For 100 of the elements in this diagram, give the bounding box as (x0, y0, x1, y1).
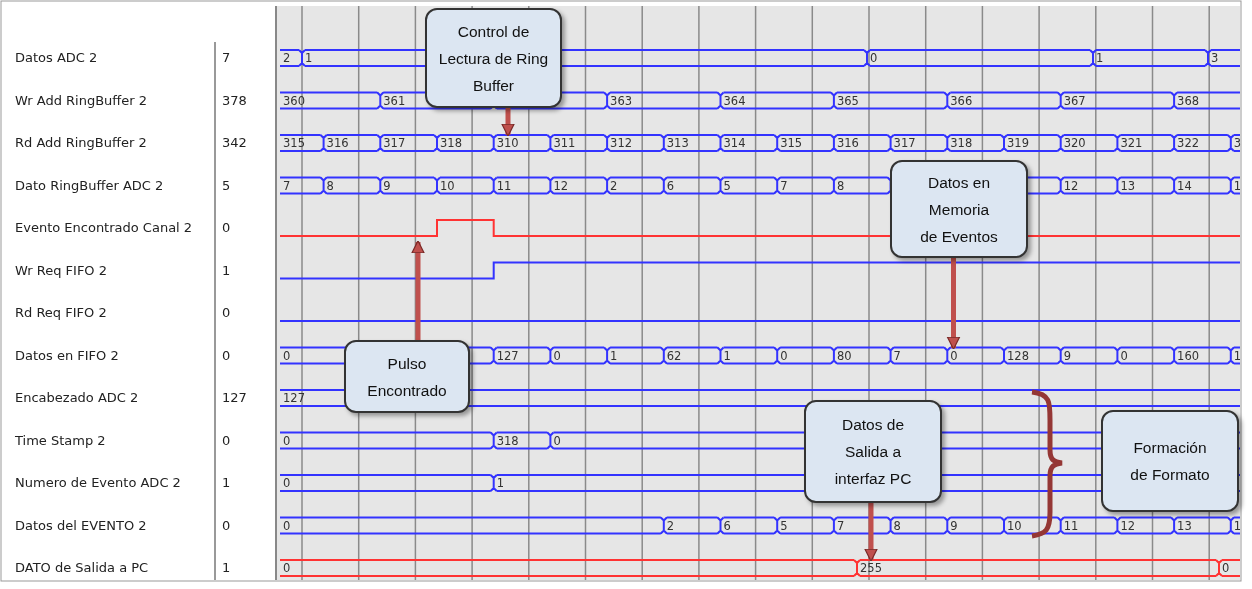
signal-value: 0 (222, 220, 231, 236)
signal-value: 7 (222, 50, 231, 66)
bus-value: 9 (383, 178, 391, 193)
signal-name: DATO de Salida a PC (15, 560, 149, 576)
bus-value: 313 (666, 136, 689, 150)
bus-value: 367 (1063, 93, 1086, 108)
signal-value: 0 (222, 432, 231, 449)
signal-name: Rd Req FIFO 2 (15, 305, 107, 321)
bus-value: 7 (893, 348, 901, 363)
bus-value: 7 (836, 518, 845, 533)
bus-value: 9 (1063, 348, 1071, 363)
signal-name: Datos ADC 2 (15, 50, 98, 66)
bus-value: 1 (305, 51, 313, 65)
bus-value: 0 (283, 476, 291, 490)
bus-value: 320 (1063, 136, 1086, 150)
signal-value: 0 (222, 305, 231, 321)
signal-value: 5 (222, 177, 231, 194)
bus-value: 315 (283, 136, 305, 150)
callout-box: Formación de Formato (1101, 410, 1239, 512)
bus-value: 1 (1233, 518, 1242, 533)
bus-value: 0 (283, 433, 291, 448)
bus-value: 7 (780, 178, 788, 193)
bus-value: 14 (1177, 178, 1192, 193)
arrow (501, 108, 515, 137)
bus-value: 10 (440, 178, 455, 193)
signal-value: 0 (222, 517, 231, 534)
bus-value: 365 (836, 93, 859, 108)
bus-value: 0 (553, 433, 561, 448)
bus-value: 0 (1120, 348, 1128, 363)
signal-value: 127 (222, 390, 247, 406)
bus-value: 13 (1177, 518, 1192, 533)
bus-value: 0 (950, 348, 958, 363)
signal-name: Dato RingBuffer ADC 2 (15, 177, 164, 194)
bus-value: 315 (780, 136, 803, 150)
bus-value: 310 (496, 136, 519, 150)
bus-value: 1 (610, 348, 618, 363)
bus-value: 0 (283, 348, 291, 363)
bus-value: 8 (326, 178, 334, 193)
bus-value: 6 (666, 178, 675, 193)
bus-value: 0 (870, 51, 878, 65)
bus-value: 11 (1063, 518, 1079, 533)
bus-value: 368 (1177, 93, 1200, 108)
signal-name: Datos del EVENTO 2 (15, 517, 147, 534)
arrow (946, 258, 961, 350)
bus-value: 311 (553, 136, 576, 150)
bus-value: 12 (1063, 178, 1079, 193)
bus-value: 5 (780, 518, 788, 533)
callout-box: Control de Lectura de Ring Buffer (425, 8, 562, 108)
bus-value: 361 (383, 93, 406, 108)
bus-value: 11 (496, 178, 512, 193)
bus-value: 10 (1007, 518, 1022, 533)
arrow (411, 240, 425, 340)
bus-value: 317 (383, 136, 406, 150)
bus-value: 8 (836, 178, 845, 193)
bus-value: 7 (283, 178, 291, 193)
signal-value: 342 (222, 135, 247, 151)
bus-value: 318 (440, 136, 462, 150)
bus-value: 316 (326, 136, 349, 150)
signal-name: Evento Encontrado Canal 2 (15, 220, 193, 236)
callout-box: Pulso Encontrado (344, 340, 470, 413)
bus-value: 62 (666, 348, 682, 363)
bus-value: 6 (723, 518, 731, 533)
bus-value: 363 (610, 93, 633, 108)
bus-value: 1 (1233, 348, 1242, 363)
signal-value: 1 (222, 262, 231, 279)
bus-value: 13 (1120, 178, 1136, 193)
signal-value: 378 (222, 92, 247, 109)
bus-value: 5 (723, 178, 731, 193)
bus-value: 319 (1007, 136, 1029, 150)
signal-value: 0 (222, 347, 231, 364)
signal-name: Time Stamp 2 (15, 432, 106, 449)
bus-value: 364 (723, 93, 746, 108)
bus-value: 0 (1222, 561, 1230, 575)
bus-value: 2 (283, 51, 291, 65)
bus-value: 1 (723, 348, 731, 363)
callout-box: Datos de Salida a interfaz PC (804, 400, 942, 503)
bus-value: 360 (283, 93, 305, 108)
bus-value: 318 (950, 136, 973, 150)
bus-value: 12 (553, 178, 569, 193)
signal-name: Wr Req FIFO 2 (15, 262, 107, 279)
signal-name: Datos en FIFO 2 (15, 347, 119, 364)
bus-value: 3 (1233, 136, 1242, 150)
bus-value: 0 (283, 561, 291, 575)
bus-value: 316 (836, 136, 859, 150)
callout-box: Datos en Memoria de Eventos (890, 160, 1028, 258)
arrow (864, 503, 878, 562)
bus-value: 321 (1120, 136, 1143, 150)
bus-value: 9 (950, 518, 958, 533)
bus-value: 312 (610, 136, 633, 150)
bus-value: 255 (860, 561, 882, 575)
bus-value: 0 (780, 348, 788, 363)
bus-value: 160 (1177, 348, 1200, 363)
bus-value: 12 (1120, 518, 1136, 533)
signal-name: Numero de Evento ADC 2 (15, 475, 181, 491)
bus-value: 2 (610, 178, 618, 193)
signal-name: Wr Add RingBuffer 2 (15, 92, 148, 109)
bus-value: 2 (666, 518, 675, 533)
bus-value: 317 (893, 136, 916, 150)
signal-name: Rd Add RingBuffer 2 (15, 135, 147, 151)
bus-value: 3 (1211, 51, 1219, 65)
